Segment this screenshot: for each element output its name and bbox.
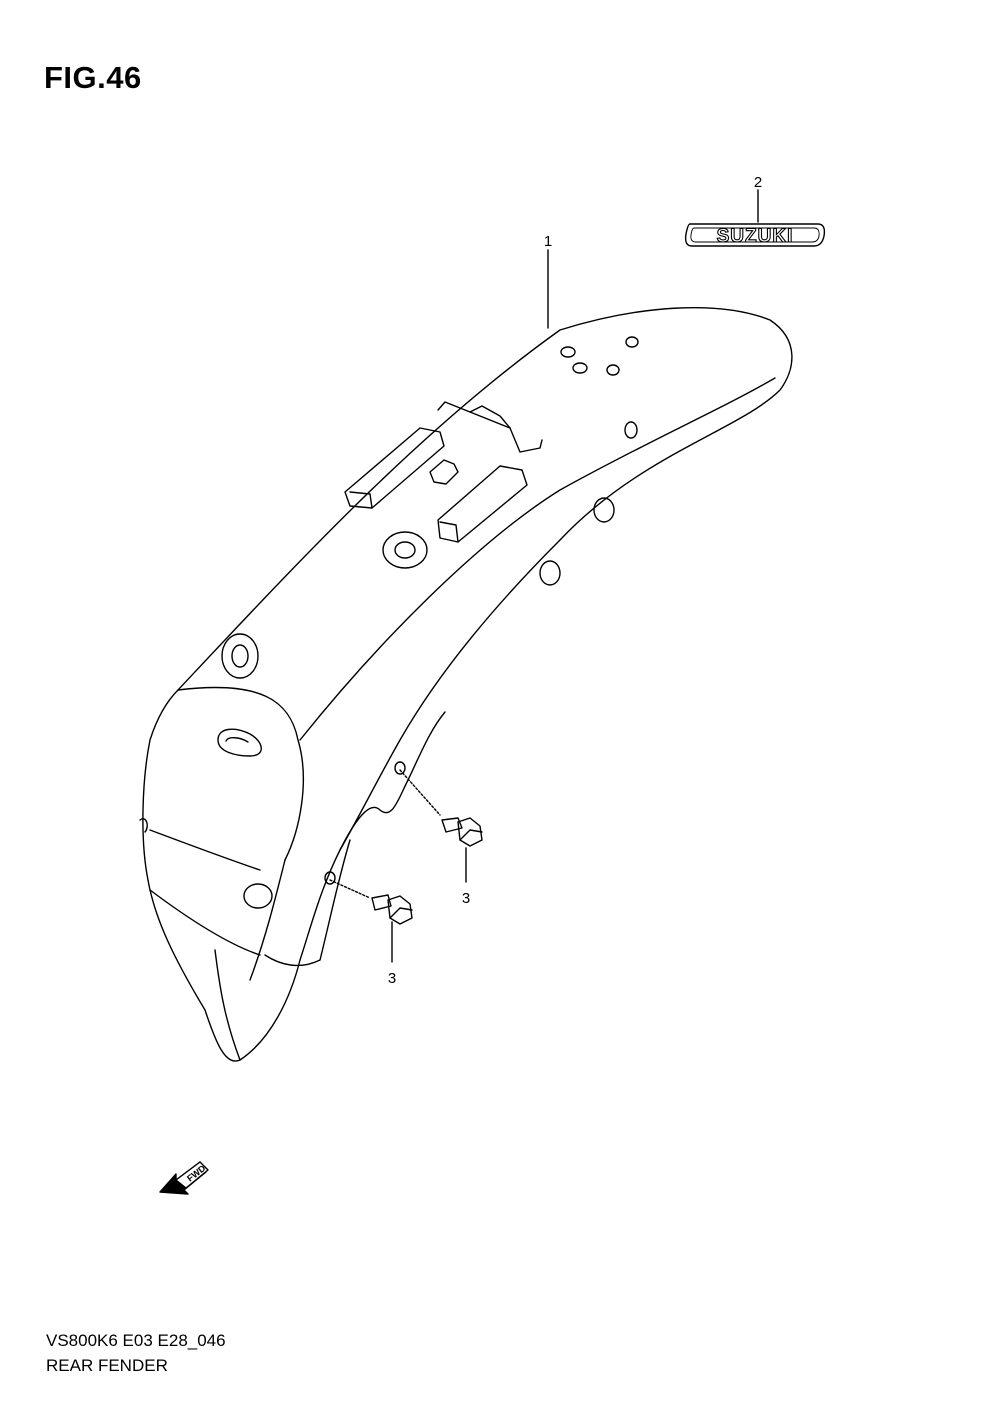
fwd-arrow-icon [159, 1161, 209, 1195]
callout-3-lower: 3 [388, 970, 396, 987]
callout-3-upper: 3 [462, 890, 470, 907]
figure-title: FIG.46 [44, 60, 142, 95]
bolt-upper [399, 769, 483, 847]
callout-1: 1 [544, 233, 552, 250]
suzuki-emblem [684, 223, 826, 247]
figure-name: REAR FENDER [46, 1356, 168, 1375]
rear-fender-part [139, 306, 793, 1062]
bolt-lower [329, 879, 413, 925]
callout-2: 2 [754, 174, 762, 191]
emblem-text: SUZUKI [717, 226, 794, 247]
figure-code: VS800K6 E03 E28_046 [46, 1331, 226, 1350]
